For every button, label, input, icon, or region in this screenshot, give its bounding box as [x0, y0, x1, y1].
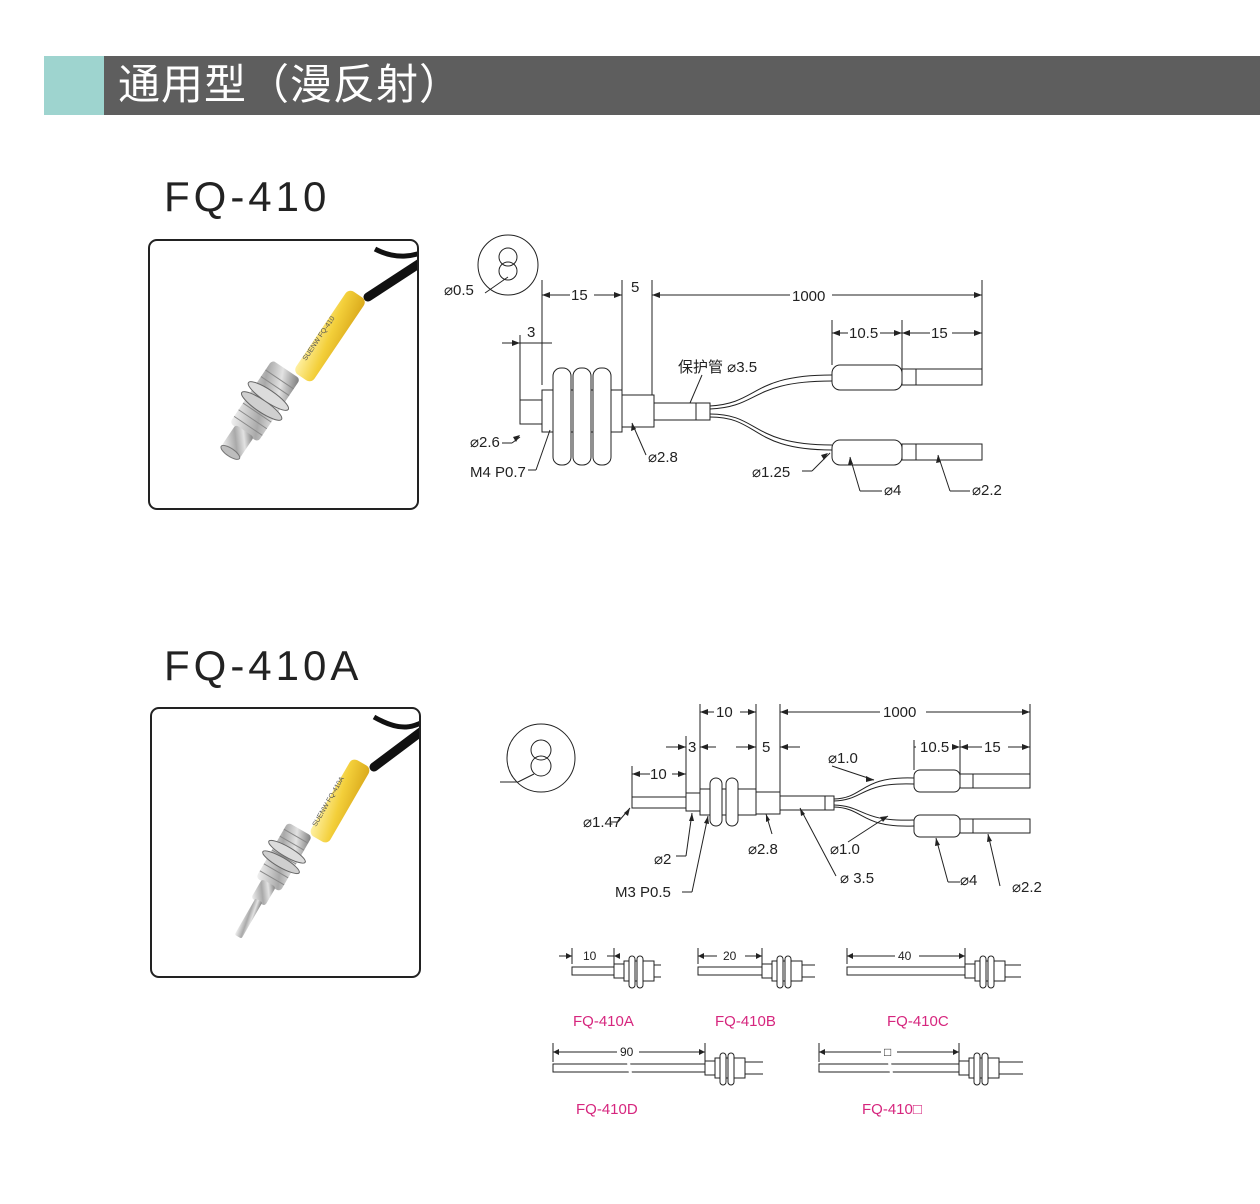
- variant-b-drawing: [697, 948, 815, 989]
- sensor-probe-image: SUENW FQ-410: [220, 246, 417, 460]
- variant-custom-length: □: [884, 1045, 891, 1059]
- variant-d-name: FQ-410D: [576, 1101, 638, 1118]
- variant-a-name: FQ-410A: [573, 1013, 634, 1030]
- cable: [369, 727, 419, 772]
- section-header: 通用型（漫反射）: [44, 56, 1260, 115]
- dim-2-8: ⌀2.8: [648, 449, 678, 466]
- variant-b-length: 20: [723, 949, 737, 963]
- dimension-drawing-fq410: ⌀0.5 15 5 1000 3 10.5 15 保护管 ⌀3.5 ⌀2.6 M…: [444, 234, 1002, 499]
- product-photo-fq410a: SUENW FQ-410A: [150, 707, 421, 978]
- variant-c-name: FQ-410C: [887, 1013, 949, 1030]
- threaded-body: [220, 361, 299, 460]
- dim-2-2: ⌀2.2: [972, 482, 1002, 499]
- dim-1000: 1000: [792, 288, 825, 305]
- dim-3: 3: [688, 739, 696, 756]
- dim-10-probe: 10: [650, 766, 667, 783]
- dim-15: 15: [571, 287, 588, 304]
- variant-custom-name: FQ-410□: [862, 1101, 922, 1118]
- dim-thread-m3: M3 P0.5: [615, 884, 671, 901]
- dim-5: 5: [762, 739, 770, 756]
- end-view-circle: [477, 234, 539, 296]
- dim-1-25: ⌀1.25: [752, 464, 790, 481]
- variant-d-length: 90: [620, 1045, 634, 1059]
- header-bar: [104, 56, 1260, 115]
- dim-thread-m4: M4 P0.7: [470, 464, 526, 481]
- dim-10-5: 10.5: [920, 739, 949, 756]
- dim-2-2: ⌀2.2: [1012, 879, 1042, 896]
- dim-2-6: ⌀2.6: [470, 434, 500, 451]
- end-view-circle: [506, 723, 576, 793]
- dim-1-0-upper: ⌀1.0: [828, 750, 858, 767]
- plug-upper: [913, 769, 961, 793]
- variant-a-drawing: [559, 948, 661, 989]
- threaded-body: [235, 823, 311, 938]
- dim-3-5: ⌀ 3.5: [840, 870, 874, 887]
- model-title-fq410: FQ-410: [164, 173, 331, 220]
- sensor-probe-image: SUENW FQ-410A: [235, 714, 419, 938]
- dim-3: 3: [527, 324, 535, 341]
- dimension-drawing-fq410a: 10 1000 3 5 10 ⌀1.0 10.5 15 ⌀1.47 ⌀2 M3 …: [500, 704, 1042, 901]
- variant-a-length: 10: [583, 949, 597, 963]
- plug-upper: [831, 364, 903, 391]
- dim-4: ⌀4: [884, 482, 901, 499]
- dim-10-5: 10.5: [849, 325, 878, 342]
- cable: [363, 259, 417, 302]
- yellow-sleeve: [310, 759, 370, 843]
- dim-core-diameter: ⌀0.5: [444, 282, 474, 299]
- dim-10: 10: [716, 704, 733, 721]
- variant-c-length: 40: [898, 949, 912, 963]
- header-accent-block: [44, 56, 104, 115]
- variant-b-name: FQ-410B: [715, 1013, 776, 1030]
- dim-15: 15: [984, 739, 1001, 756]
- product-photo-fq410: SUENW FQ-410: [148, 239, 419, 510]
- dim-15-plug: 15: [931, 325, 948, 342]
- dim-2: ⌀2: [654, 851, 671, 868]
- section-title: 通用型（漫反射）: [118, 60, 463, 109]
- dim-protective-tube: 保护管 ⌀3.5: [678, 359, 757, 376]
- variant-d-drawing: [552, 1043, 763, 1086]
- model-title-fq410a: FQ-410A: [164, 642, 363, 689]
- plug-lower: [831, 439, 903, 466]
- dim-1-0-lower: ⌀1.0: [830, 841, 860, 858]
- dim-4: ⌀4: [960, 872, 977, 889]
- variant-drawings: 10 20 40 90 □ FQ-410A FQ-410B FQ-410C FQ…: [552, 948, 1023, 1118]
- plug-lower: [913, 814, 961, 838]
- dim-5: 5: [631, 279, 639, 296]
- variant-c-drawing: [846, 948, 1021, 989]
- dim-1000: 1000: [883, 704, 916, 721]
- dim-1-47: ⌀1.47: [583, 814, 621, 831]
- variant-custom-drawing: [818, 1043, 1023, 1086]
- dim-2-8: ⌀2.8: [748, 841, 778, 858]
- yellow-sleeve: [295, 290, 365, 382]
